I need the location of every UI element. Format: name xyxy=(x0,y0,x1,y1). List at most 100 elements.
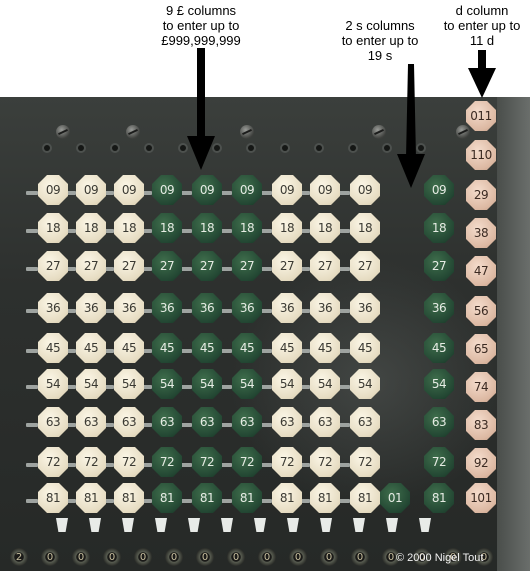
shillings-key[interactable]: 27 xyxy=(424,251,454,281)
pounds-key[interactable]: 36 xyxy=(76,293,106,323)
release-tab[interactable] xyxy=(89,518,101,532)
pounds-key[interactable]: 63 xyxy=(114,407,144,437)
pence-key[interactable]: 92 xyxy=(466,448,496,478)
pounds-key[interactable]: 72 xyxy=(192,447,222,477)
release-tab[interactable] xyxy=(419,518,431,532)
pounds-key[interactable]: 27 xyxy=(232,251,262,281)
pounds-key[interactable]: 81 xyxy=(350,483,380,513)
pounds-key[interactable]: 27 xyxy=(272,251,302,281)
release-tab[interactable] xyxy=(188,518,200,532)
pounds-key[interactable]: 18 xyxy=(38,213,68,243)
pounds-key[interactable]: 72 xyxy=(350,447,380,477)
pounds-key[interactable]: 09 xyxy=(38,175,68,205)
pence-key[interactable]: 110 xyxy=(466,140,496,170)
pounds-key[interactable]: 09 xyxy=(272,175,302,205)
pounds-key[interactable]: 36 xyxy=(152,293,182,323)
pence-key[interactable]: 74 xyxy=(466,372,496,402)
pounds-key[interactable]: 72 xyxy=(272,447,302,477)
release-tab[interactable] xyxy=(221,518,233,532)
pounds-key[interactable]: 45 xyxy=(192,333,222,363)
pounds-key[interactable]: 45 xyxy=(76,333,106,363)
pounds-key[interactable]: 09 xyxy=(152,175,182,205)
pounds-key[interactable]: 63 xyxy=(232,407,262,437)
pounds-key[interactable]: 27 xyxy=(38,251,68,281)
pounds-key[interactable]: 45 xyxy=(272,333,302,363)
pounds-key[interactable]: 72 xyxy=(232,447,262,477)
pounds-key[interactable]: 72 xyxy=(310,447,340,477)
pounds-key[interactable]: 09 xyxy=(76,175,106,205)
shillings-key[interactable]: 18 xyxy=(424,213,454,243)
pence-key[interactable]: 101 xyxy=(466,483,496,513)
pounds-key[interactable]: 27 xyxy=(310,251,340,281)
shillings-key[interactable]: 63 xyxy=(424,407,454,437)
pounds-key[interactable]: 09 xyxy=(232,175,262,205)
pounds-key[interactable]: 54 xyxy=(38,369,68,399)
pounds-key[interactable]: 27 xyxy=(76,251,106,281)
pounds-key[interactable]: 63 xyxy=(38,407,68,437)
shillings-key[interactable]: 36 xyxy=(424,293,454,323)
pounds-key[interactable]: 45 xyxy=(350,333,380,363)
release-tab[interactable] xyxy=(56,518,68,532)
pounds-key[interactable]: 72 xyxy=(114,447,144,477)
pence-key[interactable]: 47 xyxy=(466,256,496,286)
pounds-key[interactable]: 45 xyxy=(114,333,144,363)
release-tab[interactable] xyxy=(254,518,266,532)
pounds-key[interactable]: 45 xyxy=(232,333,262,363)
pounds-key[interactable]: 45 xyxy=(310,333,340,363)
pounds-key[interactable]: 81 xyxy=(192,483,222,513)
shillings-key[interactable]: 72 xyxy=(424,447,454,477)
pounds-key[interactable]: 18 xyxy=(192,213,222,243)
pence-key[interactable]: 011 xyxy=(466,101,496,131)
pounds-key[interactable]: 18 xyxy=(114,213,144,243)
pounds-key[interactable]: 54 xyxy=(76,369,106,399)
pence-key[interactable]: 38 xyxy=(466,218,496,248)
pounds-key[interactable]: 27 xyxy=(152,251,182,281)
pence-key[interactable]: 83 xyxy=(466,410,496,440)
pounds-key[interactable]: 27 xyxy=(350,251,380,281)
pounds-key[interactable]: 18 xyxy=(152,213,182,243)
pounds-key[interactable]: 36 xyxy=(38,293,68,323)
pounds-key[interactable]: 81 xyxy=(152,483,182,513)
pence-key[interactable]: 65 xyxy=(466,334,496,364)
release-tab[interactable] xyxy=(320,518,332,532)
pounds-key[interactable]: 27 xyxy=(114,251,144,281)
pounds-key[interactable]: 45 xyxy=(152,333,182,363)
pounds-key[interactable]: 63 xyxy=(192,407,222,437)
pounds-key[interactable]: 18 xyxy=(310,213,340,243)
pounds-key[interactable]: 54 xyxy=(232,369,262,399)
release-tab[interactable] xyxy=(155,518,167,532)
release-tab[interactable] xyxy=(287,518,299,532)
pounds-key[interactable]: 09 xyxy=(114,175,144,205)
pounds-key[interactable]: 36 xyxy=(114,293,144,323)
pounds-key[interactable]: 72 xyxy=(38,447,68,477)
shillings-tens-key[interactable]: 01 xyxy=(380,483,410,513)
pounds-key[interactable]: 36 xyxy=(350,293,380,323)
pounds-key[interactable]: 27 xyxy=(192,251,222,281)
pounds-key[interactable]: 81 xyxy=(272,483,302,513)
pounds-key[interactable]: 18 xyxy=(232,213,262,243)
release-tab[interactable] xyxy=(122,518,134,532)
pence-key[interactable]: 29 xyxy=(466,180,496,210)
pounds-key[interactable]: 54 xyxy=(310,369,340,399)
shillings-key[interactable]: 45 xyxy=(424,333,454,363)
pounds-key[interactable]: 54 xyxy=(350,369,380,399)
release-tab[interactable] xyxy=(386,518,398,532)
pounds-key[interactable]: 54 xyxy=(192,369,222,399)
pounds-key[interactable]: 63 xyxy=(152,407,182,437)
pounds-key[interactable]: 36 xyxy=(310,293,340,323)
shillings-key[interactable]: 09 xyxy=(424,175,454,205)
pounds-key[interactable]: 72 xyxy=(152,447,182,477)
release-tab[interactable] xyxy=(353,518,365,532)
pounds-key[interactable]: 81 xyxy=(114,483,144,513)
pounds-key[interactable]: 63 xyxy=(350,407,380,437)
pounds-key[interactable]: 63 xyxy=(76,407,106,437)
pounds-key[interactable]: 09 xyxy=(192,175,222,205)
pounds-key[interactable]: 81 xyxy=(38,483,68,513)
pounds-key[interactable]: 36 xyxy=(232,293,262,323)
shillings-key[interactable]: 54 xyxy=(424,369,454,399)
pounds-key[interactable]: 81 xyxy=(310,483,340,513)
pounds-key[interactable]: 09 xyxy=(310,175,340,205)
pounds-key[interactable]: 45 xyxy=(38,333,68,363)
pounds-key[interactable]: 54 xyxy=(152,369,182,399)
shillings-key[interactable]: 81 xyxy=(424,483,454,513)
